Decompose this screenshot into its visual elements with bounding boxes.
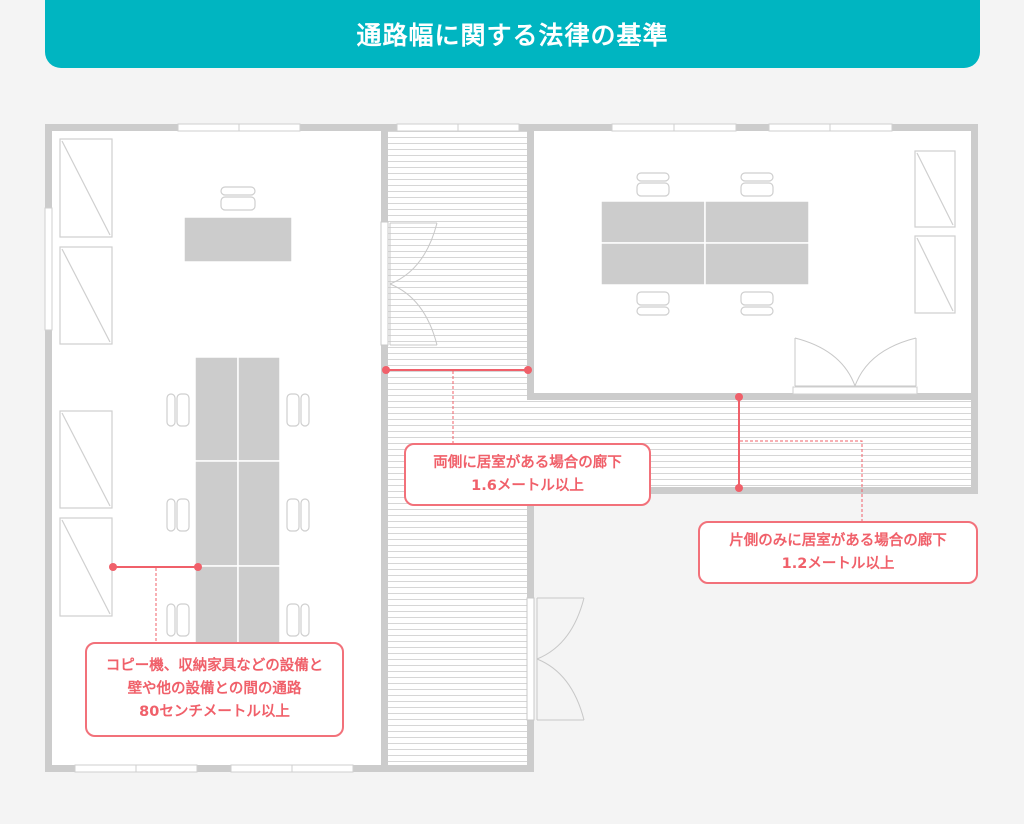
label-equipment-passage: コピー機、収納家具などの設備と 壁や他の設備との間の通路 80センチメートル以上 (85, 642, 344, 737)
label-value: 1.2メートル以上 (781, 555, 895, 572)
door-corridor (526, 597, 585, 721)
label-one-side-corridor: 片側のみに居室がある場合の廊下 1.2メートル以上 (698, 521, 978, 584)
measure-one-side (735, 393, 863, 521)
title-bar: 通路幅に関する法律の基準 (45, 0, 980, 68)
chairs (166, 172, 774, 637)
label-both-sides-corridor: 両側に居室がある場合の廊下 1.6メートル以上 (404, 443, 651, 506)
door-left-room (380, 221, 438, 346)
measure-both-sides (382, 366, 532, 443)
label-text: 片側のみに居室がある場合の廊下 (729, 532, 947, 549)
label-text: 両側に居室がある場合の廊下 (433, 454, 622, 471)
cabinets (59, 138, 956, 617)
label-text: コピー機、収納家具などの設備と (105, 658, 324, 674)
page-title: 通路幅に関する法律の基準 (356, 21, 669, 50)
door-right-room (794, 337, 917, 387)
label-text: 壁や他の設備との間の通路 (127, 681, 302, 697)
label-value: 80センチメートル以上 (139, 704, 290, 720)
label-value: 1.6メートル以上 (471, 477, 584, 494)
windows (44, 123, 918, 773)
measure-equipment (109, 563, 202, 642)
